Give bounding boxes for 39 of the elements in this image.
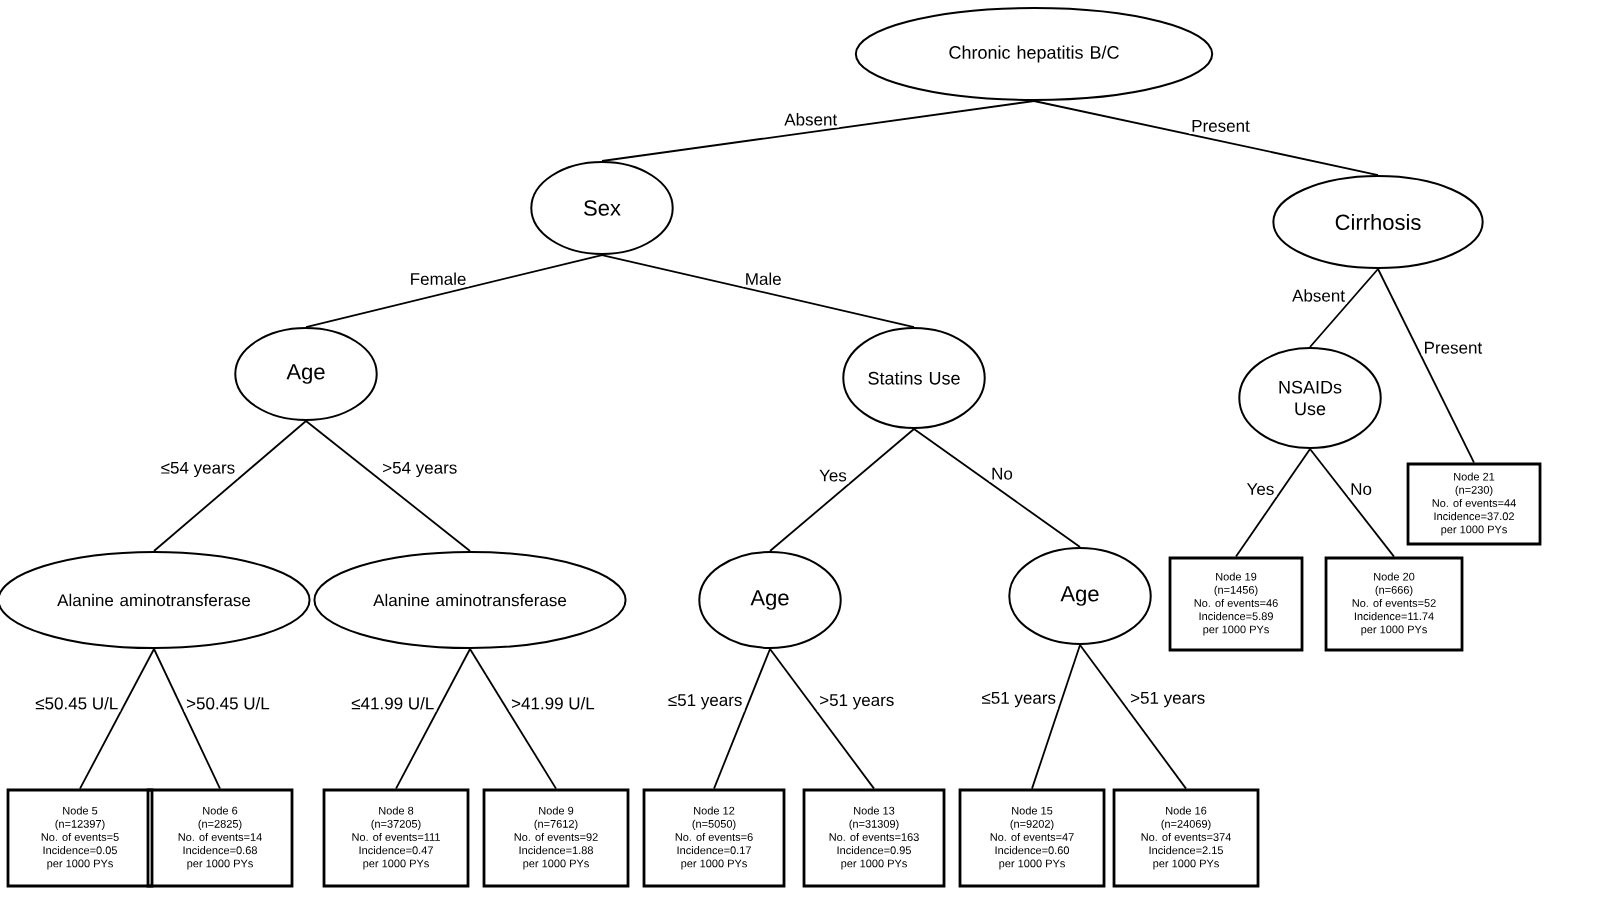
- edge-label: ≤41.99 U/L: [349, 694, 437, 712]
- branch-line: [1377, 268, 1475, 464]
- edge-label: >51 years: [817, 692, 897, 712]
- edge-label: Yes: [1244, 481, 1277, 498]
- edge-label: Male: [742, 270, 784, 287]
- edge-label: >54 years: [380, 459, 460, 480]
- branch-line: [601, 254, 915, 328]
- branch-line: [305, 254, 603, 328]
- edge-label: ≤54 years: [158, 459, 238, 480]
- branch-line: [469, 648, 557, 790]
- edge-label: Present: [1189, 118, 1252, 134]
- branch-line: [1235, 448, 1311, 558]
- branch-line: [1309, 268, 1379, 348]
- branch-line: [153, 648, 221, 790]
- edge-label: No: [1348, 481, 1374, 498]
- edge-label: >41.99 U/L: [509, 694, 597, 712]
- edge-label: >50.45 U/L: [184, 694, 272, 712]
- edge-label: ≤51 years: [665, 692, 745, 712]
- branch-line: [913, 428, 1081, 548]
- edge-label: No: [989, 465, 1015, 482]
- branch-line: [1033, 100, 1379, 176]
- branch-line: [153, 420, 307, 552]
- branch-line: [1031, 644, 1081, 790]
- branch-line: [1079, 644, 1187, 790]
- edge-label: >51 years: [1128, 690, 1208, 710]
- branch-line: [769, 428, 915, 552]
- edge-label: Female: [407, 270, 469, 287]
- edge-label: Yes: [817, 467, 849, 484]
- branch-line: [395, 648, 471, 790]
- edge-label: Absent: [1290, 287, 1347, 304]
- branch-line: [601, 100, 1035, 162]
- edge-label: ≤50.45 U/L: [33, 694, 121, 712]
- branch-line: [769, 648, 875, 790]
- branch-line: [713, 648, 771, 790]
- edge-label: Present: [1421, 339, 1485, 356]
- branch-line: [305, 420, 471, 552]
- edge-label: Absent: [782, 111, 840, 128]
- branch-line: [79, 648, 155, 790]
- edge-label: ≤51 years: [979, 690, 1058, 710]
